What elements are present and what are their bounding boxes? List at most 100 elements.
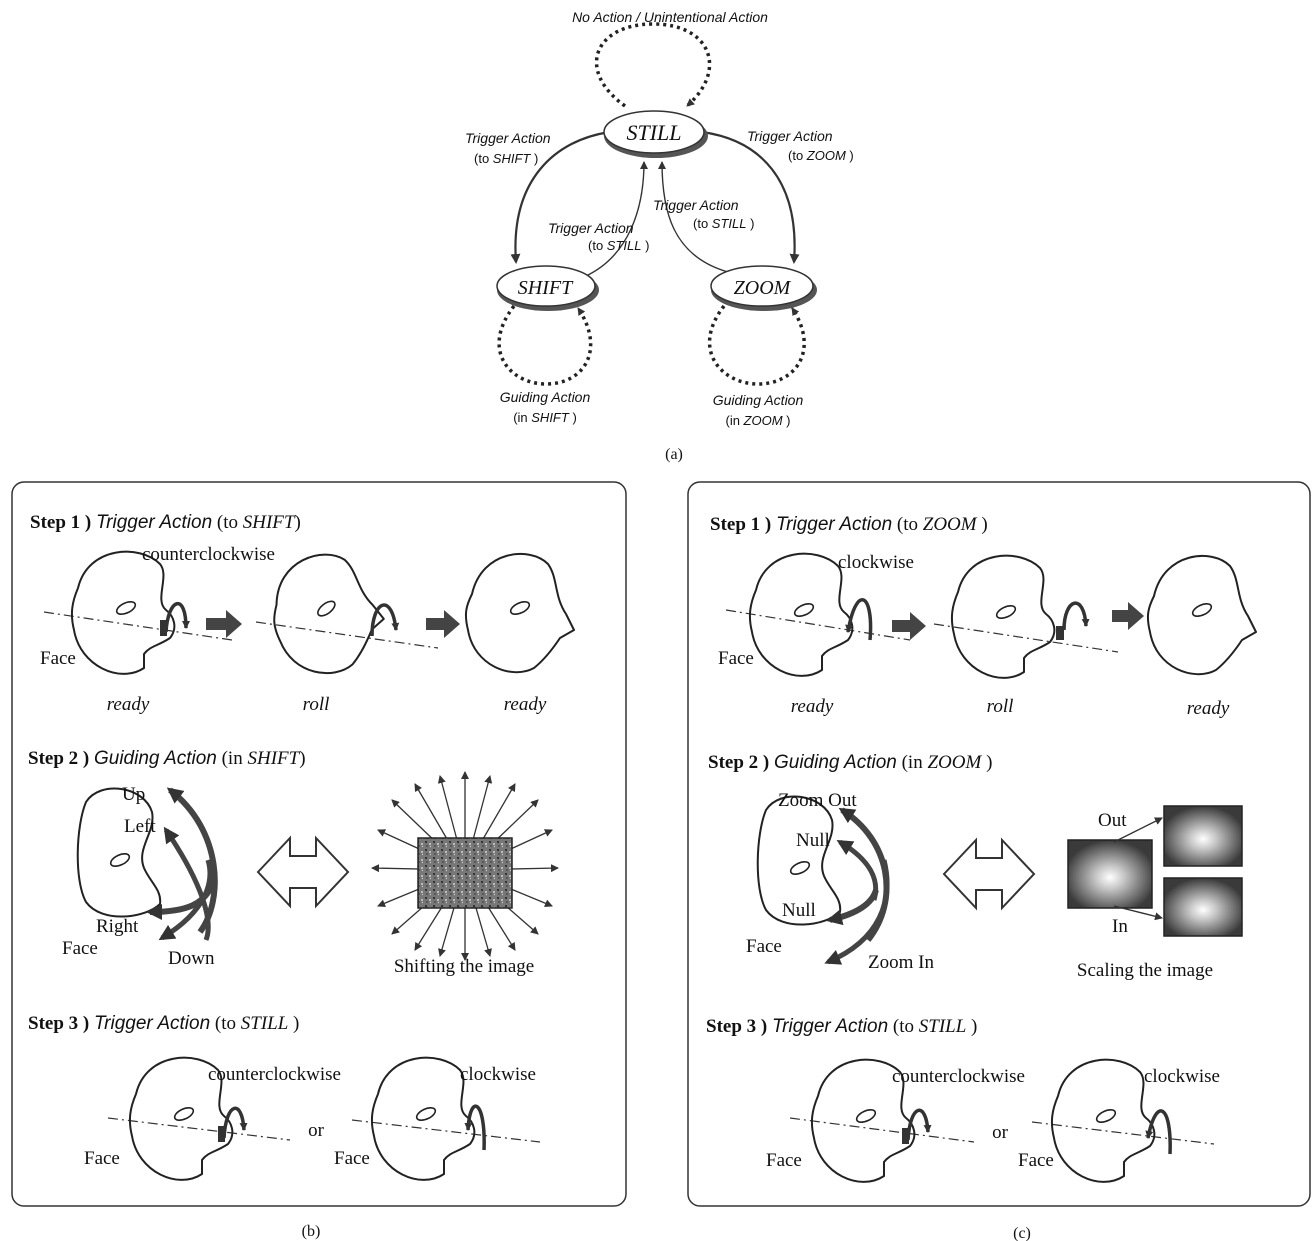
b-step3-right-label: clockwise (460, 1064, 536, 1085)
label-shift-to-still: Trigger Action (to STILL ) (548, 220, 649, 253)
c-dir-zoom-out: Zoom Out (778, 790, 857, 811)
c-dir-zoom-in: Zoom In (868, 952, 934, 973)
svg-text:(to STILL ): (to STILL ) (693, 216, 754, 231)
c-dir-null-bottom: Null (782, 900, 816, 921)
shift-self-loop (499, 306, 591, 384)
c-pose-roll: roll (987, 696, 1014, 717)
c-step2-image-original (1068, 840, 1152, 908)
b-step3-left-label: counterclockwise (208, 1064, 341, 1085)
c-scale-out: Out (1098, 810, 1127, 831)
c-step1-rotation-label: clockwise (838, 552, 914, 573)
c-step3-ccw-rotation-icon (908, 1110, 928, 1140)
c-step1-title: Step 1 ) Trigger Action (to ZOOM ) (710, 514, 988, 535)
c-step3-title: Step 3 ) Trigger Action (to STILL ) (706, 1016, 977, 1037)
b-step1-next-arrow-1 (206, 610, 242, 638)
caption-b: (b) (302, 1223, 321, 1240)
state-shift-label: SHIFT (518, 277, 574, 299)
b-step1-face-roll (262, 544, 392, 682)
b-dir-down: Down (168, 948, 215, 969)
c-step3-left-label: counterclockwise (892, 1066, 1025, 1087)
c-step1-next-arrow-1 (892, 612, 926, 640)
c-step2-null-bottom-arrow-icon (830, 890, 876, 920)
svg-text:(to ZOOM ): (to ZOOM ) (788, 148, 854, 163)
c-step2-image-zoomed-out (1164, 806, 1242, 866)
panel-c: Step 1 ) Trigger Action (to ZOOM ) clock… (688, 482, 1310, 1241)
b-step1-roll-axis-2 (256, 622, 438, 648)
state-zoom: ZOOM (711, 266, 817, 311)
c-step3-cw-rotation-icon (1148, 1111, 1170, 1154)
c-step2-face-label: Face (746, 936, 782, 957)
c-step3-face-right (1052, 1060, 1154, 1182)
svg-text:Trigger Action: Trigger Action (548, 220, 634, 236)
state-diagram: No Action / Unintentional Action STILL S… (465, 9, 854, 463)
svg-text:(in SHIFT ): (in SHIFT ) (513, 410, 577, 425)
svg-text:(to SHIFT ): (to SHIFT ) (474, 151, 538, 166)
c-scale-in: In (1112, 916, 1128, 937)
state-still: STILL (604, 111, 708, 158)
c-step3-axis-right (1032, 1122, 1214, 1144)
b-step3-or: or (308, 1120, 325, 1141)
c-step3-axis-left (790, 1118, 974, 1142)
svg-text:Trigger Action: Trigger Action (465, 130, 551, 146)
b-step2-face (78, 789, 160, 917)
state-zoom-label: ZOOM (734, 277, 792, 299)
b-step1-face-ready-end (466, 554, 574, 672)
b-step2-result: Shifting the image (394, 956, 534, 977)
c-pose-ready-2: ready (1187, 698, 1230, 719)
c-step3-or: or (992, 1122, 1009, 1143)
c-step1-next-arrow-2 (1112, 602, 1144, 630)
label-to-shift: Trigger Action (to SHIFT ) (465, 130, 551, 166)
b-step1-face-label: Face (40, 648, 76, 669)
c-step1-roll-rotation-icon (1064, 603, 1086, 630)
c-step3-face-label-left: Face (766, 1150, 802, 1171)
shift-to-still-link (586, 162, 644, 276)
c-step1-face-ready-end (1148, 556, 1256, 674)
b-step3-title: Step 3 ) Trigger Action (to STILL ) (28, 1013, 299, 1034)
c-step3-face-label-right: Face (1018, 1150, 1054, 1171)
svg-text:Guiding Action: Guiding Action (713, 392, 804, 408)
c-step2-result: Scaling the image (1077, 960, 1213, 981)
b-step2-face-label: Face (62, 938, 98, 959)
svg-text:Guiding Action: Guiding Action (500, 389, 591, 405)
b-step3-face-label-left: Face (84, 1148, 120, 1169)
zoom-self-loop (710, 306, 805, 384)
b-step2-equivalence-arrow-icon (258, 838, 348, 906)
c-step2-equivalence-arrow-icon (944, 840, 1034, 908)
c-pose-ready-1: ready (791, 696, 834, 717)
svg-text:Trigger Action: Trigger Action (653, 197, 739, 213)
c-step2-null-top-arrow-icon (840, 842, 876, 900)
c-step3-right-label: clockwise (1144, 1066, 1220, 1087)
b-step3-face-label-right: Face (334, 1148, 370, 1169)
c-step2-title: Step 2 ) Guiding Action (in ZOOM ) (708, 752, 992, 773)
panel-b: Step 1 ) Trigger Action (to SHIFT) count… (12, 482, 626, 1240)
b-step1-ccw-rotation-icon (166, 604, 186, 632)
b-step2-title: Step 2 ) Guiding Action (in SHIFT) (28, 748, 306, 769)
b-step1-title: Step 1 ) Trigger Action (to SHIFT) (30, 512, 301, 533)
b-dir-right: Right (96, 916, 139, 937)
b-pose-ready-2: ready (504, 694, 547, 715)
label-zoom-loop: Guiding Action (in ZOOM ) (713, 392, 804, 428)
caption-a: (a) (665, 446, 683, 463)
b-step1-roll-rotation-icon (372, 605, 396, 636)
state-still-label: STILL (626, 120, 681, 145)
b-step1-face-ready (72, 552, 174, 674)
b-pose-roll: roll (303, 694, 330, 715)
svg-text:(in ZOOM ): (in ZOOM ) (725, 413, 790, 428)
still-self-loop-label: No Action / Unintentional Action (572, 9, 768, 25)
b-step3-axis-left (108, 1118, 290, 1140)
b-step2-image-thumbnail (418, 838, 512, 908)
still-self-loop (597, 24, 710, 106)
state-shift: SHIFT (497, 266, 599, 311)
label-to-zoom: Trigger Action (to ZOOM ) (747, 128, 854, 163)
svg-text:Trigger Action: Trigger Action (747, 128, 833, 144)
b-dir-up: Up (122, 784, 145, 805)
b-dir-left: Left (124, 816, 156, 837)
b-pose-ready-1: ready (107, 694, 150, 715)
c-step1-face-label: Face (718, 648, 754, 669)
b-step3-face-right (372, 1058, 474, 1180)
c-step1-face-ready (750, 554, 852, 676)
b-step1-rotation-label: counterclockwise (142, 544, 275, 565)
b-step3-axis-right (352, 1120, 540, 1142)
svg-text:(to STILL ): (to STILL ) (588, 238, 649, 253)
